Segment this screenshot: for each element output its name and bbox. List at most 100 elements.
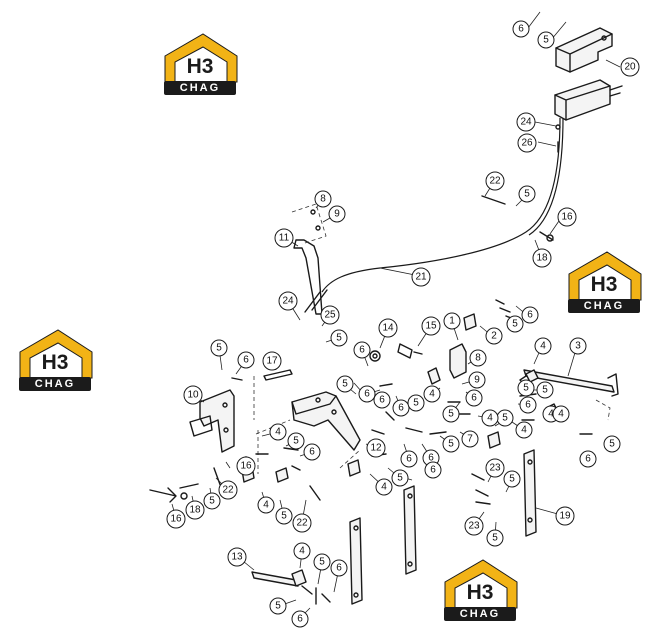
- logo-word: CHAG: [19, 377, 91, 391]
- svg-text:15: 15: [425, 321, 437, 332]
- svg-text:6: 6: [406, 454, 412, 465]
- svg-text:12: 12: [370, 443, 382, 454]
- svg-text:26: 26: [521, 138, 533, 149]
- cable-21: [321, 117, 561, 293]
- watermark-logo-1: H3 CHAG: [163, 30, 239, 100]
- callout-25: 25: [320, 305, 340, 325]
- svg-text:16: 16: [561, 212, 573, 223]
- callout-4: 4: [534, 337, 552, 355]
- svg-text:6: 6: [525, 400, 531, 411]
- callout-6: 6: [424, 461, 442, 479]
- svg-text:2: 2: [491, 331, 497, 342]
- callout-5: 5: [518, 185, 536, 203]
- svg-text:6: 6: [364, 389, 370, 400]
- callout-14: 14: [378, 318, 398, 338]
- callout-5: 5: [269, 597, 287, 615]
- svg-text:4: 4: [487, 413, 493, 424]
- svg-text:4: 4: [299, 546, 305, 557]
- callout-5: 5: [330, 329, 348, 347]
- svg-text:5: 5: [413, 398, 419, 409]
- svg-text:9: 9: [474, 375, 480, 386]
- watermark-logo-3: H3 CHAG: [18, 326, 94, 396]
- svg-text:16: 16: [240, 461, 252, 472]
- svg-text:6: 6: [297, 614, 303, 625]
- callout-6: 6: [237, 351, 255, 369]
- callout-5: 5: [442, 405, 460, 423]
- callout-8: 8: [314, 190, 332, 208]
- plate-10: [189, 389, 235, 453]
- svg-text:5: 5: [502, 413, 508, 424]
- bracket-20: [555, 27, 613, 73]
- lever-11: [291, 203, 327, 315]
- callout-18: 18: [185, 500, 205, 520]
- callout-4: 4: [423, 385, 441, 403]
- rod-17: [263, 369, 293, 381]
- callout-5: 5: [313, 553, 331, 571]
- svg-text:17: 17: [266, 356, 278, 367]
- svg-text:4: 4: [381, 482, 387, 493]
- callout-balloons: 6 5 20 24 26 22 5 16 18 8 9 11 21 24 25 …: [166, 20, 640, 628]
- svg-text:6: 6: [398, 403, 404, 414]
- callout-24: 24: [516, 112, 536, 132]
- callout-16: 16: [557, 207, 577, 227]
- svg-text:5: 5: [209, 496, 215, 507]
- callout-9: 9: [468, 371, 486, 389]
- logo-word: CHAG: [444, 607, 516, 621]
- svg-text:4: 4: [540, 341, 546, 352]
- callout-5: 5: [275, 507, 293, 525]
- svg-text:10: 10: [187, 390, 199, 401]
- svg-text:9: 9: [334, 209, 340, 220]
- svg-text:5: 5: [336, 333, 342, 344]
- callout-5: 5: [407, 394, 425, 412]
- svg-text:6: 6: [359, 345, 365, 356]
- svg-text:14: 14: [382, 323, 394, 334]
- callout-5: 5: [503, 470, 521, 488]
- callout-6: 6: [579, 450, 597, 468]
- watermark-logo-4: H3 CHAG: [443, 556, 519, 626]
- callout-17: 17: [262, 351, 282, 371]
- svg-text:5: 5: [609, 439, 615, 450]
- callout-13: 13: [227, 547, 247, 567]
- svg-text:4: 4: [521, 425, 527, 436]
- callout-4: 4: [293, 542, 311, 560]
- svg-text:22: 22: [489, 176, 501, 187]
- svg-text:16: 16: [170, 514, 182, 525]
- logo-mark: H3: [590, 273, 618, 296]
- svg-text:5: 5: [448, 439, 454, 450]
- callout-12: 12: [366, 438, 386, 458]
- cable-box: [554, 79, 623, 121]
- callout-22: 22: [485, 171, 505, 191]
- svg-text:3: 3: [575, 341, 581, 352]
- callout-4: 4: [481, 409, 499, 427]
- svg-text:5: 5: [397, 473, 403, 484]
- svg-text:6: 6: [518, 24, 524, 35]
- callout-4: 4: [269, 423, 287, 441]
- svg-text:8: 8: [475, 353, 481, 364]
- svg-text:6: 6: [471, 393, 477, 404]
- svg-text:23: 23: [489, 463, 501, 474]
- callout-5: 5: [203, 492, 221, 510]
- svg-text:21: 21: [415, 272, 427, 283]
- svg-text:5: 5: [281, 511, 287, 522]
- svg-text:5: 5: [509, 474, 515, 485]
- callout-18: 18: [532, 248, 552, 268]
- svg-text:5: 5: [342, 379, 348, 390]
- callout-15: 15: [421, 316, 441, 336]
- svg-text:7: 7: [467, 434, 473, 445]
- svg-text:6: 6: [243, 355, 249, 366]
- callout-4: 4: [375, 478, 393, 496]
- logo-word: CHAG: [164, 81, 236, 95]
- callout-3: 3: [569, 337, 587, 355]
- callout-5: 5: [506, 315, 524, 333]
- callout-6: 6: [330, 559, 348, 577]
- callout-6: 6: [519, 396, 537, 414]
- svg-text:20: 20: [624, 62, 636, 73]
- svg-text:4: 4: [263, 500, 269, 511]
- callout-6: 6: [353, 341, 371, 359]
- svg-text:4: 4: [275, 427, 281, 438]
- svg-text:18: 18: [189, 505, 201, 516]
- callout-24: 24: [278, 291, 298, 311]
- callout-6: 6: [392, 399, 410, 417]
- svg-text:11: 11: [279, 233, 290, 244]
